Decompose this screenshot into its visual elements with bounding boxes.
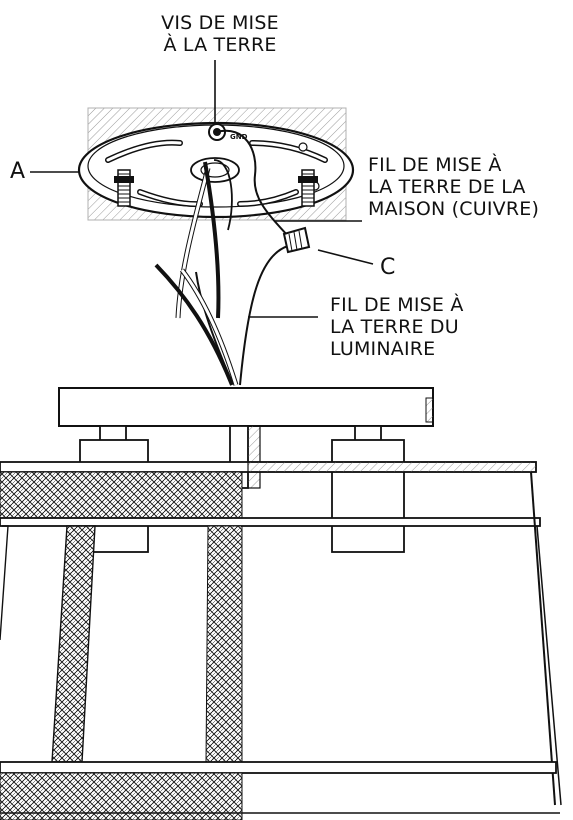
label-part-a: A xyxy=(10,160,25,184)
label-house-ground-wire-line-2: LA TERRE DE LA xyxy=(368,176,526,198)
label-ground-screw-line-2: À LA TERRE xyxy=(163,34,277,56)
socket-right xyxy=(331,425,405,553)
label-fixture-ground-wire-line-1: FIL DE MISE À xyxy=(330,294,464,316)
house-ground-wire xyxy=(216,129,289,237)
label-ground-screw-line-1: VIS DE MISE xyxy=(161,12,279,34)
label-house-ground-wire: FIL DE MISE À LA TERRE DE LA MAISON (CUI… xyxy=(368,154,539,220)
label-part-c: C xyxy=(380,256,396,280)
fixture-canopy xyxy=(58,387,434,427)
label-fixture-ground-wire-line-2: LA TERRE DU xyxy=(330,316,459,338)
mounting-screw-left xyxy=(114,169,134,207)
label-fixture-ground-wire-line-3: LUMINAIRE xyxy=(330,338,436,360)
wire-connector xyxy=(282,226,311,254)
fixture-wires xyxy=(154,245,289,386)
leader-lines xyxy=(30,60,374,318)
mounting-screw-right xyxy=(298,169,318,207)
label-part-c-text: C xyxy=(380,255,396,280)
label-house-ground-wire-line-3: MAISON (CUIVRE) xyxy=(368,198,540,220)
gnd-marking: GND xyxy=(230,133,248,141)
lamp-shade xyxy=(0,461,562,820)
label-ground-screw: VIS DE MISE À LA TERRE xyxy=(160,12,280,56)
label-part-a-text: A xyxy=(10,159,26,184)
label-fixture-ground-wire: FIL DE MISE À LA TERRE DU LUMINAIRE xyxy=(330,294,464,360)
mounting-plate xyxy=(77,121,355,219)
label-house-ground-wire-line-1: FIL DE MISE À xyxy=(368,154,502,176)
